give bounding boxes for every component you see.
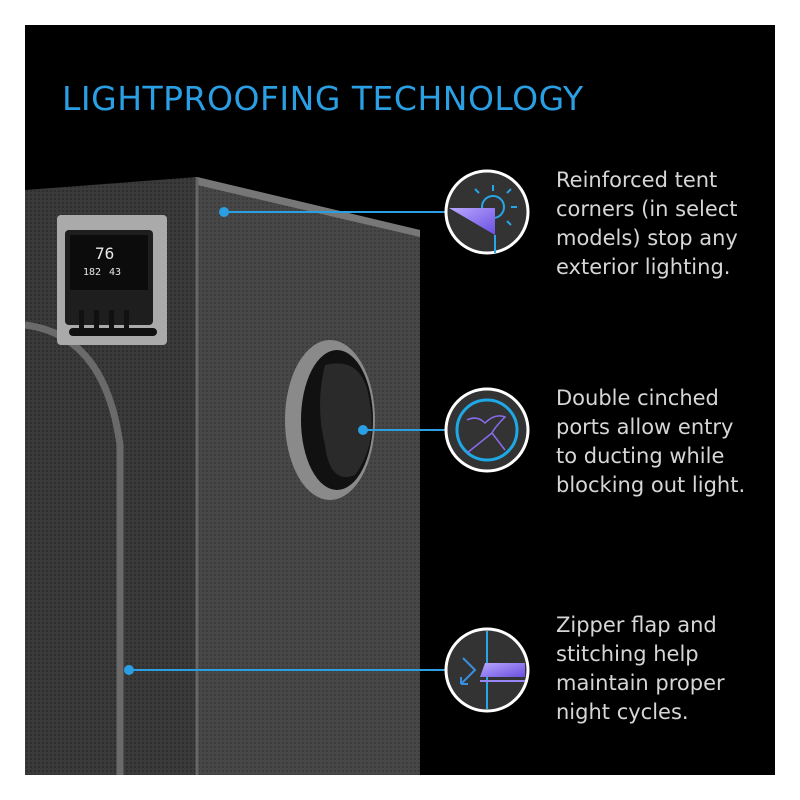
product-banner: LIGHTPROOFING TECHNOLOGY 76 182: [25, 25, 775, 775]
svg-text:43: 43: [109, 267, 121, 278]
zipper-seam: [25, 321, 124, 775]
feature-ports: Double cinched ports allow entry to duct…: [556, 386, 746, 497]
page-title: LIGHTPROOFING TECHNOLOGY: [62, 79, 584, 118]
zipper-flap-icon: [444, 627, 530, 713]
tent-illustration: 76 182 43: [25, 169, 530, 775]
callout-dot: [124, 665, 134, 675]
cinched-port-icon: [444, 387, 530, 473]
controller-temp: 76: [95, 244, 114, 263]
callout-dot: [219, 207, 229, 217]
controller-device: 76 182 43: [57, 215, 167, 345]
tent-corner-sun-icon: [444, 169, 530, 255]
feature-corners: Reinforced tent corners (in select model…: [556, 168, 738, 279]
callout-dot: [358, 425, 368, 435]
feature-zipper: Zipper flap and stitching help maintain …: [556, 613, 725, 724]
svg-text:182: 182: [83, 267, 101, 278]
